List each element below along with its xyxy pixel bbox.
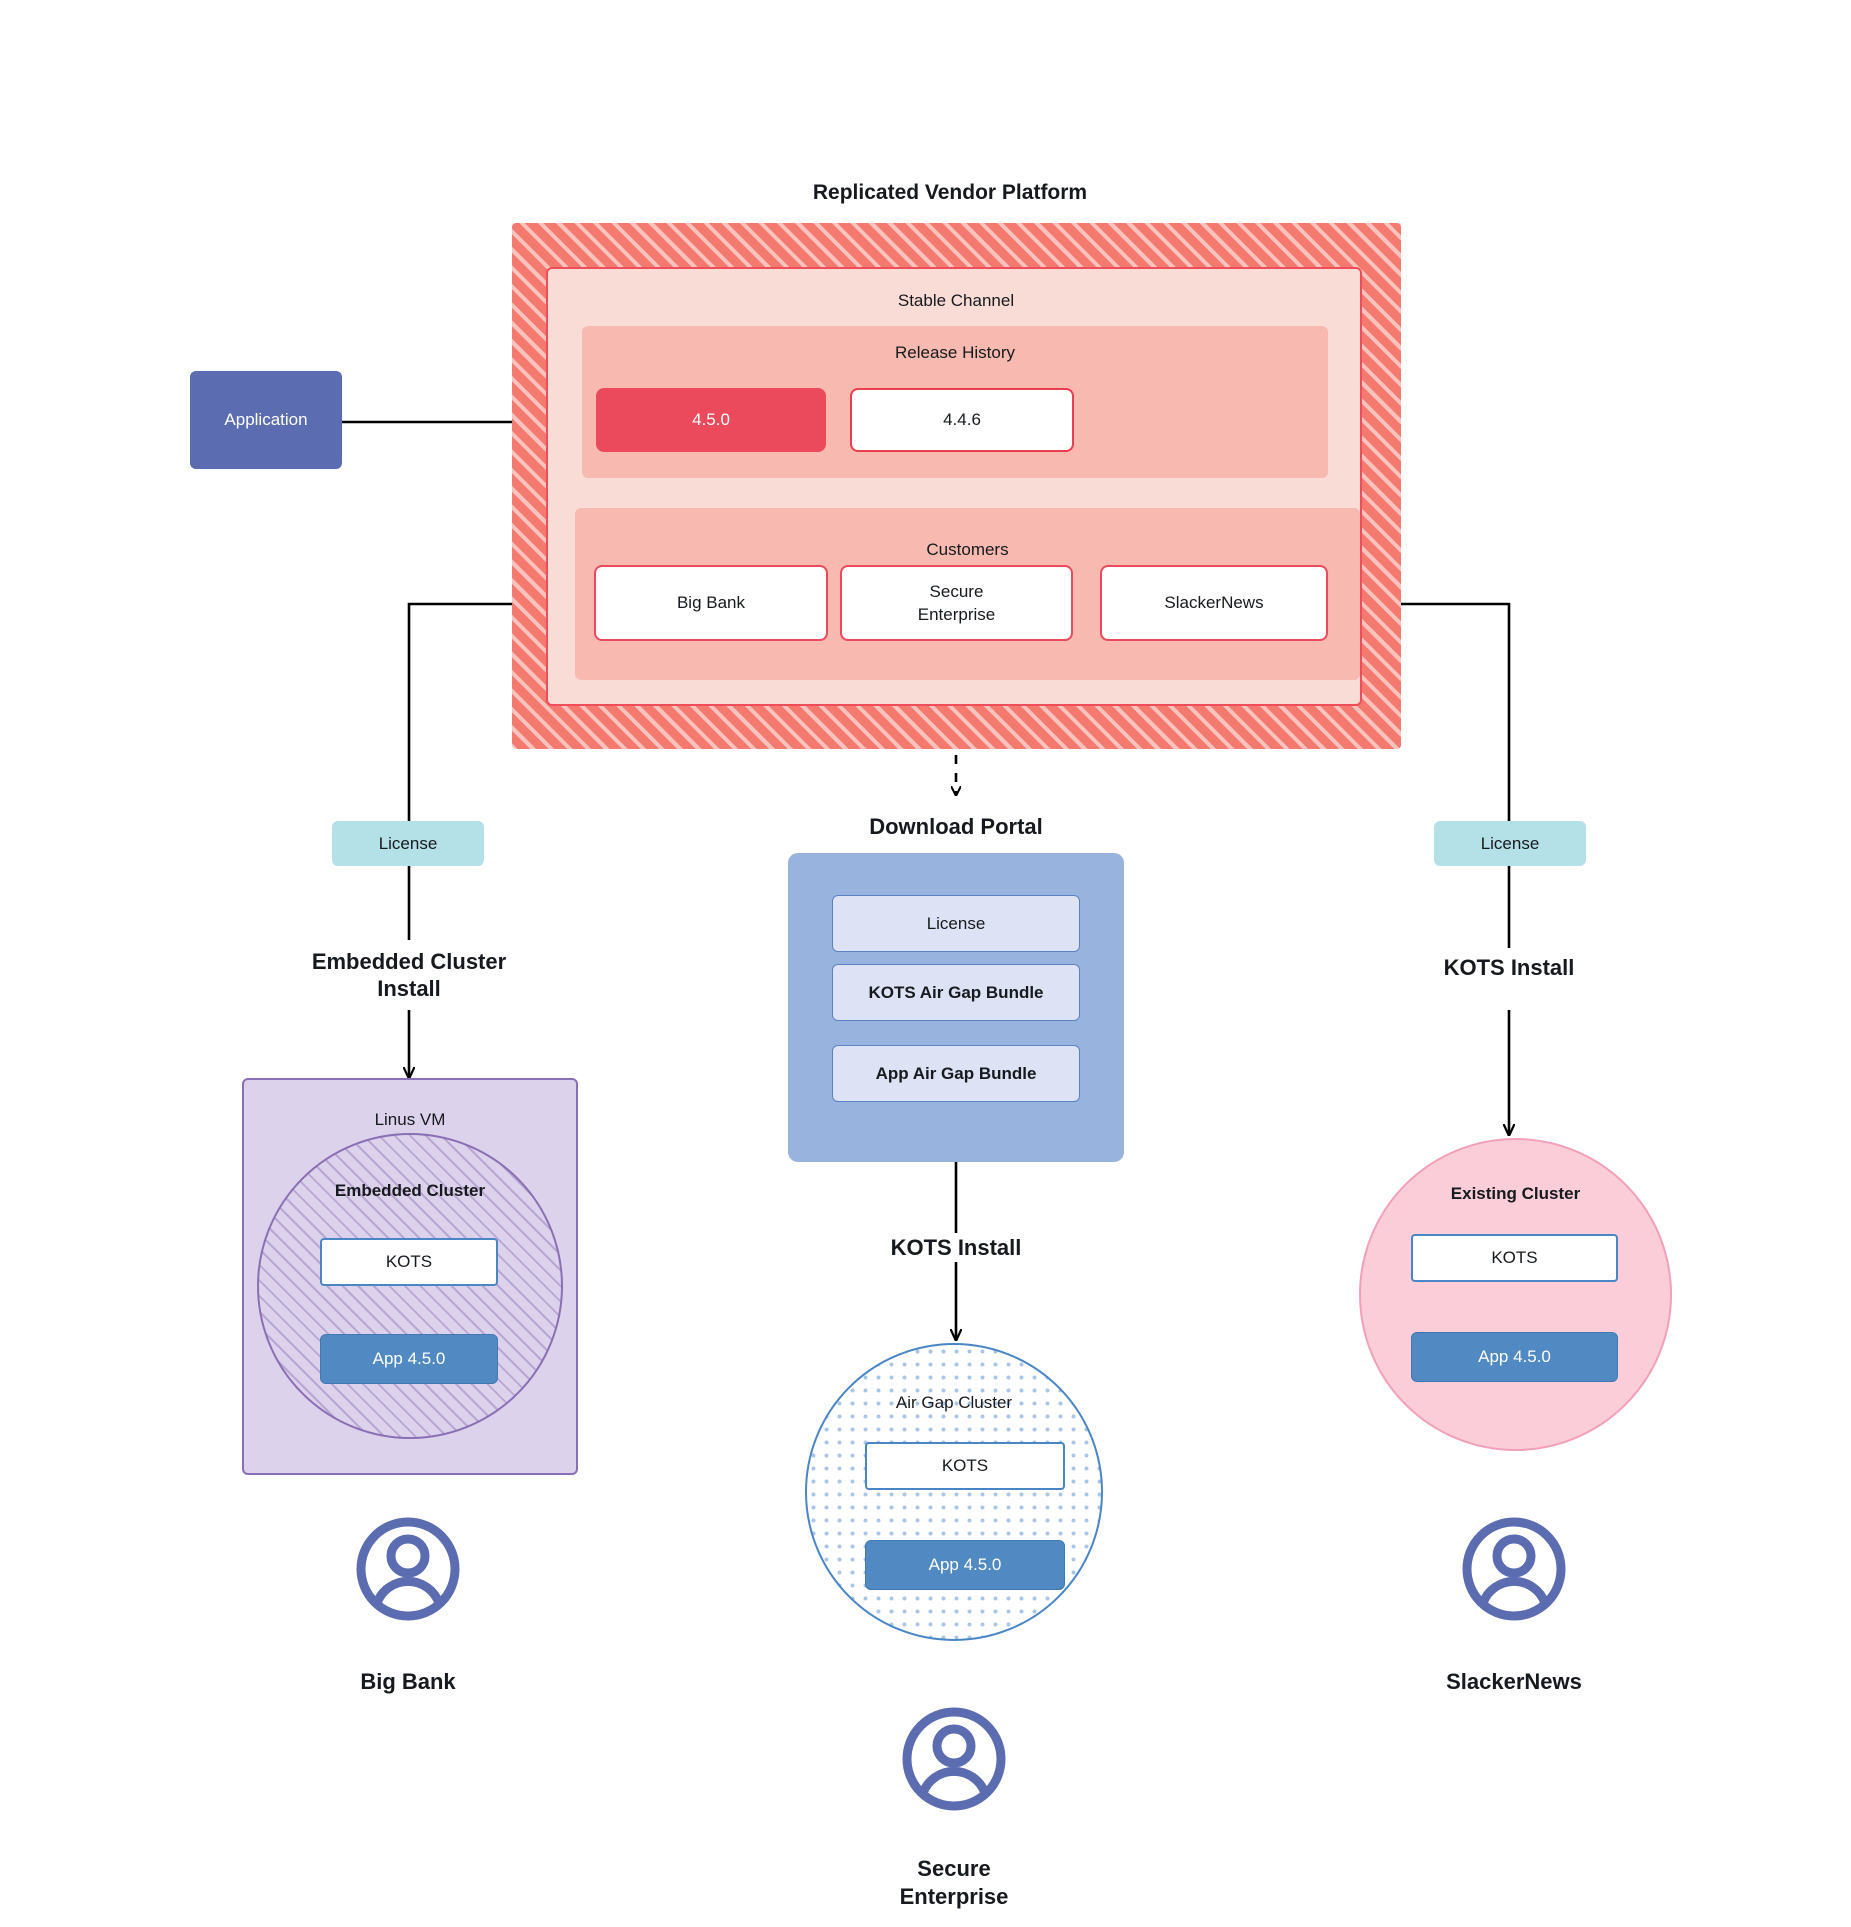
app-component-right[interactable]: App 4.5.0 xyxy=(1411,1332,1618,1382)
kots-component-center[interactable]: KOTS xyxy=(865,1442,1065,1490)
page-title: Replicated Vendor Platform xyxy=(812,181,1088,204)
stable-channel-label: Stable Channel xyxy=(897,291,1015,310)
customer-label-secure-enterprise: Secure Enterprise xyxy=(804,1827,1104,1911)
install-label-text: KOTS Install xyxy=(1443,954,1575,980)
existing-cluster-label: Existing Cluster xyxy=(1450,1184,1581,1203)
existing-cluster-circle: Existing Cluster xyxy=(1359,1138,1672,1451)
release-item-previous[interactable]: 4.4.6 xyxy=(850,388,1074,452)
avatar-big-bank xyxy=(356,1517,460,1621)
download-item-label: KOTS Air Gap Bundle xyxy=(868,982,1044,1002)
linux-vm-label: Linus VM xyxy=(374,1110,446,1129)
customer-label-text: Big Bank xyxy=(360,1669,456,1694)
app-version-label: App 4.5.0 xyxy=(928,1555,1002,1574)
download-item-kots-airgap-bundle[interactable]: KOTS Air Gap Bundle xyxy=(832,964,1080,1021)
customer-card-slackernews[interactable]: SlackerNews xyxy=(1100,565,1328,641)
install-label-text: KOTS Install xyxy=(890,1234,1022,1260)
install-label-embedded: Embedded Cluster Install xyxy=(259,945,559,1005)
release-version-label: 4.4.6 xyxy=(943,410,981,429)
install-label-center: KOTS Install xyxy=(806,1232,1106,1262)
application-label: Application xyxy=(224,410,308,429)
app-component-left[interactable]: App 4.5.0 xyxy=(320,1334,498,1384)
customer-card-secure-enterprise[interactable]: Secure Enterprise xyxy=(840,565,1073,641)
license-label: License xyxy=(1480,833,1540,853)
kots-label: KOTS xyxy=(941,1456,989,1475)
kots-label: KOTS xyxy=(385,1252,433,1271)
download-portal-title: Download Portal xyxy=(806,810,1106,842)
customers-label: Customers xyxy=(926,540,1009,559)
customer-label-text: Secure Enterprise xyxy=(899,1856,1009,1909)
install-label-text: Embedded Cluster Install xyxy=(311,949,507,1001)
download-item-label: License xyxy=(926,913,986,933)
customer-label-big-bank: Big Bank xyxy=(258,1640,558,1696)
release-version-label: 4.5.0 xyxy=(692,410,730,429)
license-badge-left[interactable]: License xyxy=(332,821,484,866)
customer-name-label: Big Bank xyxy=(676,593,746,612)
embedded-cluster-circle: Embedded Cluster xyxy=(257,1133,563,1439)
app-version-label: App 4.5.0 xyxy=(372,1349,446,1368)
license-badge-right[interactable]: License xyxy=(1434,821,1586,866)
avatar-slackernews xyxy=(1462,1517,1566,1621)
avatar-secure-enterprise xyxy=(902,1707,1006,1811)
download-item-app-airgap-bundle[interactable]: App Air Gap Bundle xyxy=(832,1045,1080,1102)
application-node[interactable]: Application xyxy=(190,371,342,469)
download-item-label: App Air Gap Bundle xyxy=(875,1063,1037,1083)
customer-label-slackernews: SlackerNews xyxy=(1364,1640,1664,1696)
customer-name-label: SlackerNews xyxy=(1164,593,1264,612)
app-component-center[interactable]: App 4.5.0 xyxy=(865,1540,1065,1590)
release-history-label: Release History xyxy=(895,343,1015,362)
kots-label: KOTS xyxy=(1491,1248,1538,1267)
customer-name-label: Secure Enterprise xyxy=(917,582,996,624)
download-portal-title-text: Download Portal xyxy=(869,813,1043,839)
customer-label-text: SlackerNews xyxy=(1446,1669,1582,1694)
download-item-license[interactable]: License xyxy=(832,895,1080,952)
kots-component-right[interactable]: KOTS xyxy=(1411,1234,1618,1282)
install-label-right: KOTS Install xyxy=(1359,952,1659,982)
kots-component-left[interactable]: KOTS xyxy=(320,1238,498,1286)
app-version-label: App 4.5.0 xyxy=(1478,1347,1551,1366)
release-item-current[interactable]: 4.5.0 xyxy=(596,388,826,452)
embedded-cluster-label: Embedded Cluster xyxy=(334,1181,486,1200)
customer-card-big-bank[interactable]: Big Bank xyxy=(594,565,828,641)
license-label: License xyxy=(378,833,438,853)
airgap-cluster-circle: Air Gap Cluster xyxy=(805,1343,1103,1641)
airgap-cluster-label: Air Gap Cluster xyxy=(895,1393,1013,1412)
